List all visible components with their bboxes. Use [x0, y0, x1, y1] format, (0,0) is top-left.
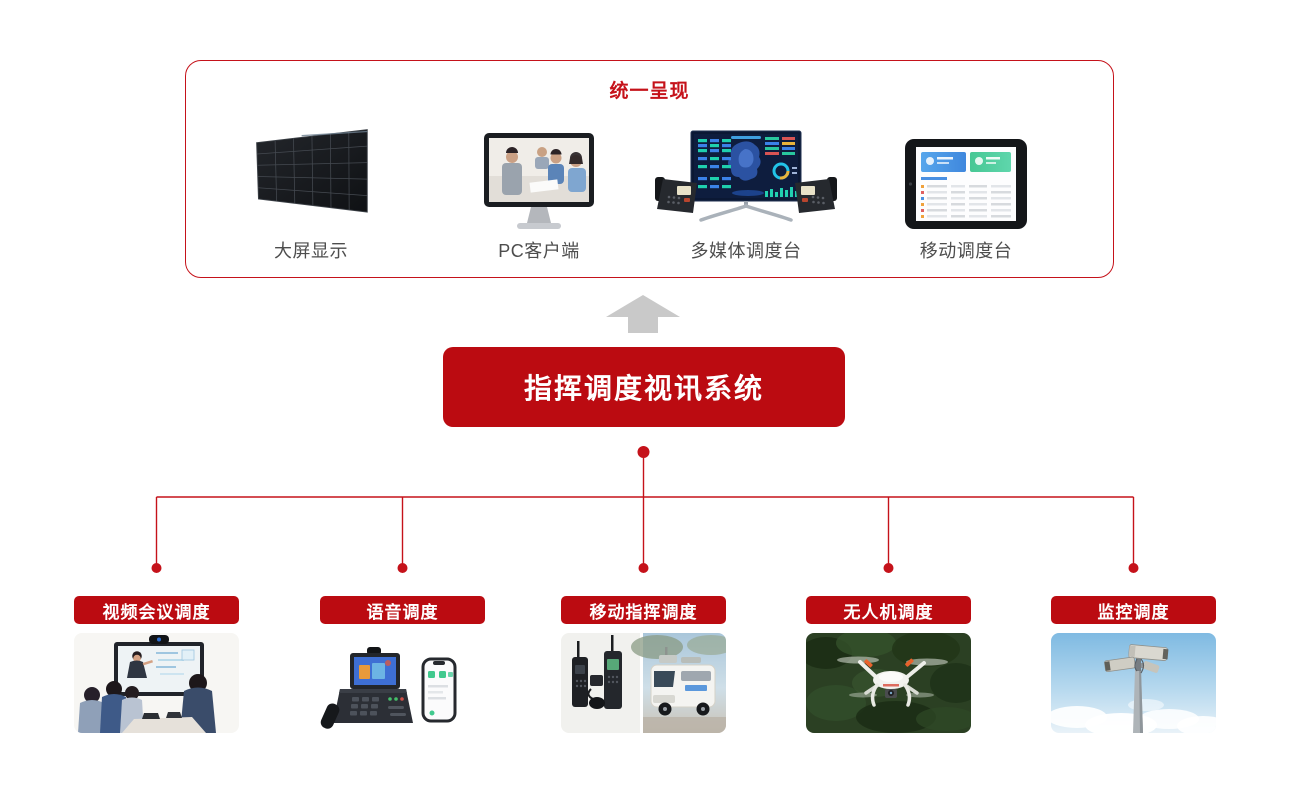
branch-label: 无人机调度 — [806, 596, 971, 624]
desk-phone-right-icon — [795, 177, 837, 213]
branch-label: 视频会议调度 — [74, 596, 239, 624]
desk-phone-left-icon — [655, 177, 697, 213]
system-banner-label: 指挥调度视讯系统 — [523, 373, 764, 404]
device-item-video-wall: 大屏显示 — [211, 117, 411, 263]
cctv-photo — [1051, 633, 1216, 733]
device-label: 移动调度台 — [919, 241, 1013, 261]
tree-connector — [151, 446, 1139, 573]
branch-mobile-command: 移动指挥调度 — [561, 596, 726, 733]
voice-dispatch-photo — [320, 633, 485, 733]
branch-surveillance-dispatch: 监控调度 — [1051, 596, 1216, 733]
video-conference-photo — [74, 633, 239, 733]
tablet-icon — [905, 139, 1027, 229]
device-label: 大屏显示 — [274, 241, 348, 261]
multimedia-console-icon — [655, 130, 837, 222]
device-item-mobile-console: 移动调度台 — [866, 117, 1066, 263]
panel-title: 统一呈现 — [609, 81, 690, 102]
branch-label: 移动指挥调度 — [561, 596, 726, 624]
presentation-panel: 统一呈现 — [185, 60, 1114, 278]
branch-label: 语音调度 — [320, 596, 485, 624]
video-wall-icon — [256, 129, 368, 213]
up-arrow-icon — [606, 295, 680, 333]
device-item-pc-client: PC客户端 — [439, 117, 639, 263]
branch-drone-dispatch: 无人机调度 — [806, 596, 971, 733]
branch-voice-dispatch: 语音调度 — [320, 596, 485, 733]
device-item-multimedia-console: 多媒体调度台 — [646, 117, 846, 263]
device-label: PC客户端 — [498, 241, 580, 261]
pc-monitor-icon — [484, 133, 594, 229]
mobile-command-photo — [561, 633, 726, 733]
system-banner: 指挥调度视讯系统 — [443, 347, 845, 427]
device-label: 多媒体调度台 — [690, 241, 802, 261]
drone-photo — [806, 633, 971, 733]
branch-video-conference: 视频会议调度 — [74, 596, 239, 733]
branch-label: 监控调度 — [1051, 596, 1216, 624]
